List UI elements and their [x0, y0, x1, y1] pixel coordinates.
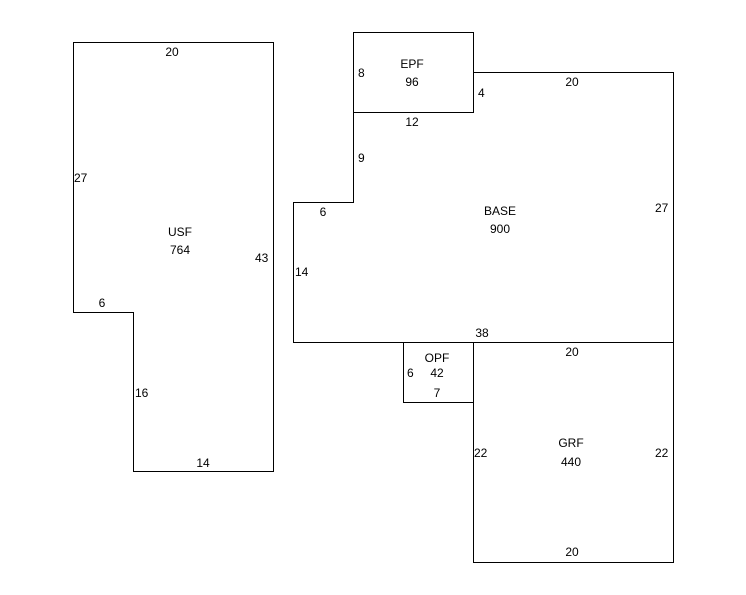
epf-dim-offset: 4 [478, 86, 485, 100]
usf-dim-bottom: 14 [196, 456, 210, 470]
grf-dim-bottom: 20 [565, 545, 579, 559]
usf-dim-left: 27 [74, 171, 88, 185]
grf-dim-right: 22 [655, 446, 669, 460]
area-usf: USF 764 20 27 43 6 16 14 [73, 42, 274, 472]
usf-dim-top: 20 [165, 45, 179, 59]
grf-dim-top: 20 [565, 345, 579, 359]
opf-dim-left: 6 [407, 366, 414, 380]
base-code: BASE [484, 204, 516, 218]
usf-dim-lower-left: 16 [135, 386, 149, 400]
usf-dim-notch-width: 6 [99, 296, 106, 310]
epf-code: EPF [400, 57, 423, 71]
grf-code: GRF [558, 436, 583, 450]
epf-dim-bottom: 12 [405, 115, 419, 129]
opf-code: OPF [425, 351, 450, 365]
area-opf: OPF 42 6 7 [403, 342, 474, 403]
usf-outline [73, 42, 274, 472]
area-base: BASE 900 20 27 9 6 14 38 [293, 72, 674, 343]
opf-area: 42 [430, 366, 444, 380]
area-epf: EPF 96 8 4 12 [353, 32, 485, 129]
grf-dim-left: 22 [474, 446, 488, 460]
base-dim-top: 20 [565, 75, 579, 89]
base-area: 900 [490, 222, 510, 236]
base-dim-step-vertical: 9 [358, 151, 365, 165]
usf-code: USF [168, 225, 192, 239]
usf-area: 764 [170, 243, 190, 257]
usf-dim-right: 43 [255, 251, 269, 265]
base-dim-left: 14 [295, 265, 309, 279]
grf-outline [473, 342, 674, 563]
area-grf: GRF 440 20 22 22 20 [473, 342, 674, 563]
base-dim-right: 27 [655, 201, 669, 215]
epf-area: 96 [405, 75, 419, 89]
grf-area: 440 [561, 455, 581, 469]
epf-outline [353, 32, 474, 113]
base-dim-step-horizontal: 6 [320, 205, 327, 219]
base-dim-bottom: 38 [475, 326, 489, 340]
opf-dim-bottom: 7 [434, 386, 441, 400]
epf-dim-left: 8 [358, 66, 365, 80]
